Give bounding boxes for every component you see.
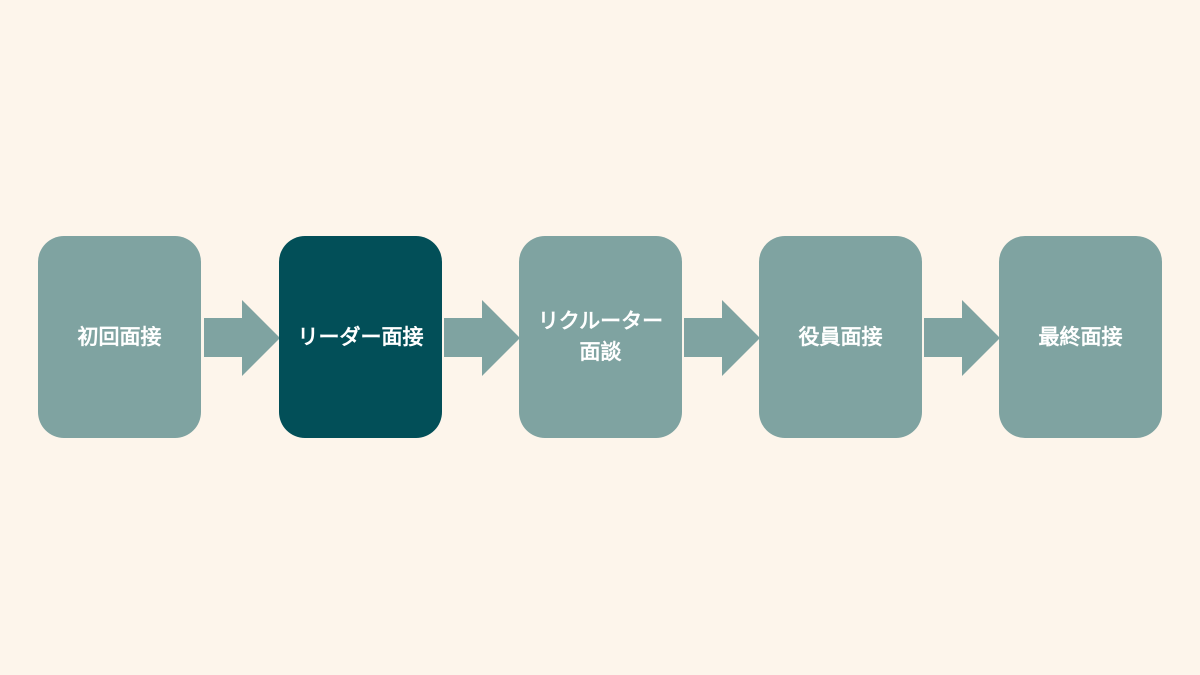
step-recruiter-meeting: リクルーター 面談 — [519, 236, 682, 438]
arrow-right-icon — [684, 300, 761, 376]
arrow-right-icon — [924, 300, 1001, 376]
step-label: 最終面接 — [1038, 324, 1123, 349]
step-label: リクルーター 面談 — [537, 309, 664, 364]
step-label: 初回面接 — [77, 324, 162, 349]
arrow-right-icon — [204, 300, 281, 376]
step-leader-interview: リーダー面接 — [279, 236, 442, 438]
step-label: リーダー面接 — [297, 324, 424, 349]
arrow-right-icon — [444, 300, 521, 376]
step-executive-interview: 役員面接 — [759, 236, 922, 438]
step-initial-interview: 初回面接 — [38, 236, 201, 438]
step-final-interview: 最終面接 — [999, 236, 1162, 438]
step-label: 役員面接 — [798, 324, 883, 349]
